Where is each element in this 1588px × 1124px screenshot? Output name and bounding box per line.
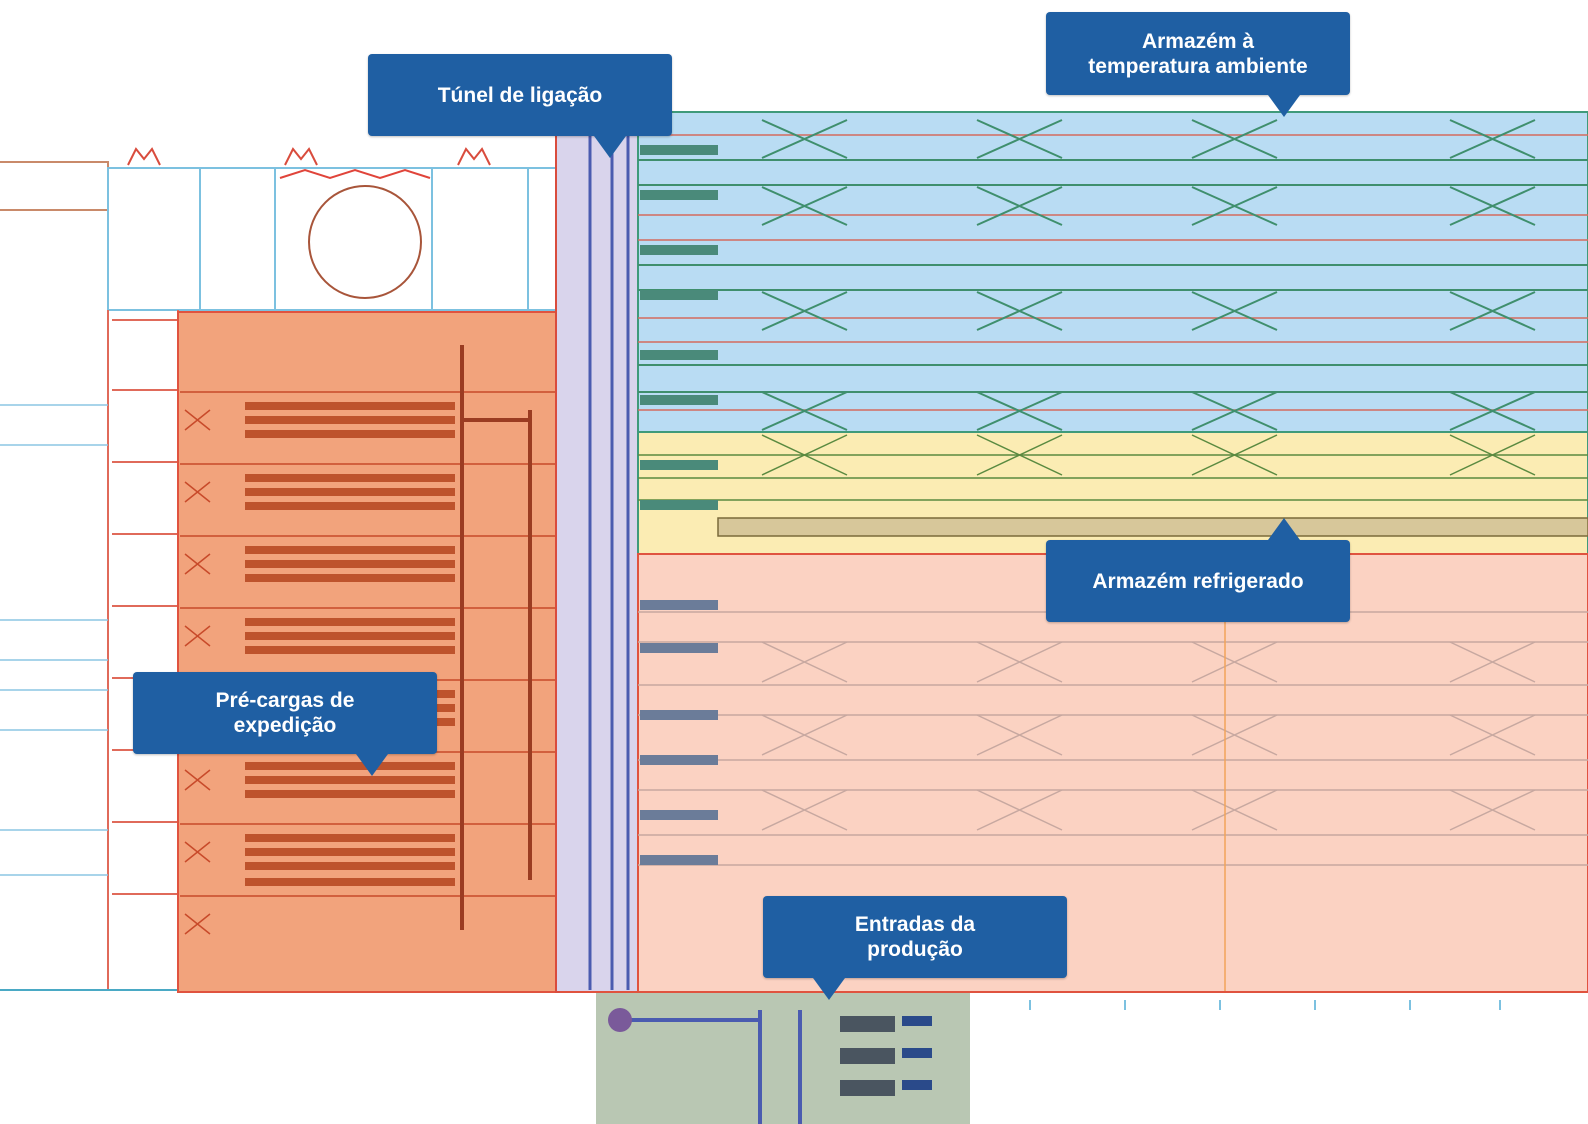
tunnel-label: Túnel de ligação — [437, 83, 603, 107]
callout-pointer — [594, 136, 626, 158]
production-label-line-2: produção — [867, 938, 963, 961]
ambient-callout: Armazém à temperatura ambiente — [1046, 12, 1350, 117]
preloads-label-line-2: expedição — [233, 714, 337, 737]
ambient-label-line-2: temperatura ambiente — [1088, 54, 1308, 78]
dock-ticks — [112, 319, 178, 895]
round-tank — [308, 185, 422, 299]
dock-lines — [0, 404, 108, 876]
callout-pointer — [356, 754, 388, 776]
callout-pointer — [813, 978, 845, 1000]
callout-pointer — [1268, 95, 1300, 117]
tunnel-callout: Túnel de ligação — [368, 54, 672, 158]
tunnel-zone — [555, 111, 639, 993]
preloads-label-line-1: Pré-cargas de — [215, 689, 355, 712]
preloads-callout: Pré-cargas de expedição — [133, 672, 437, 776]
callout-pointer — [1268, 518, 1300, 540]
tunnel-conveyors — [588, 120, 630, 990]
ambient-label-line-1: Armazém à — [1141, 29, 1255, 53]
production-callout: Entradas da produção — [763, 896, 1067, 1000]
ambient-zone — [637, 111, 1588, 433]
refrigerated-conveyors — [640, 600, 718, 865]
chilled-racks — [638, 434, 1588, 537]
refrigerated-label: Armazém refrigerado — [1092, 569, 1304, 593]
production-label-line-1: Entradas da — [854, 913, 976, 936]
production-conveyors — [608, 1008, 932, 1124]
ambient-conveyors — [640, 145, 718, 510]
refrigerated-callout: Armazém refrigerado — [1046, 518, 1350, 622]
ambient-racks — [638, 119, 1588, 431]
ground-line — [560, 991, 1588, 1010]
